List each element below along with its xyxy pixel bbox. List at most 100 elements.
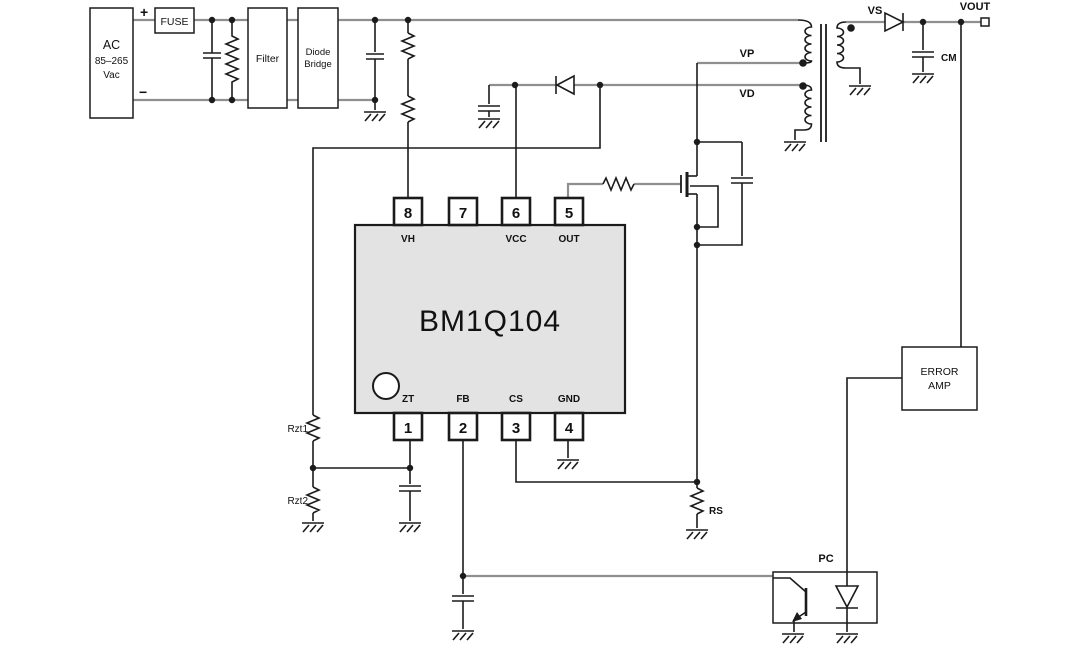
discharge-resistor: [223, 20, 241, 100]
ground-symbol: [363, 111, 387, 122]
ac-plus-label: +: [140, 4, 148, 20]
vcc-capacitor: [478, 85, 500, 117]
pin-5-number: 5: [565, 205, 573, 222]
junction-dot: [371, 96, 379, 104]
x-capacitor: [203, 20, 221, 100]
ground-symbol: [848, 85, 872, 96]
error-amp-outline: [901, 346, 978, 411]
ac-source-box: AC 85–265 Vac + −: [89, 4, 148, 119]
vout-terminal: [980, 17, 990, 27]
pin-1-number: 1: [404, 420, 412, 437]
output-stage: [884, 11, 990, 72]
junction-dot: [371, 16, 379, 24]
error-amp-to-opto-wire: [846, 377, 902, 572]
junction-dot: [309, 464, 317, 472]
photocoupler-outline: [772, 571, 878, 624]
vd-label: VD: [739, 88, 754, 100]
vcc-supply: [478, 74, 575, 117]
diode-bridge-label-2: Bridge: [304, 59, 331, 70]
vout-label: VOUT: [960, 1, 991, 13]
pin-2-number: 2: [459, 420, 467, 437]
rs-resistor: [688, 487, 706, 515]
pin-name-fb: FB: [456, 394, 469, 405]
startup-resistor-1: [399, 32, 417, 60]
transformer: [794, 19, 861, 142]
photocoupler: [772, 571, 878, 632]
zt-divider: Rzt1 Rzt2: [287, 414, 421, 521]
vs-label: VS: [868, 5, 883, 17]
ground-symbol: [783, 141, 807, 152]
filter-outline: [247, 7, 288, 109]
cm-label: CM: [941, 53, 957, 64]
ground-symbol: [781, 633, 805, 644]
bulk-capacitor: [366, 20, 384, 110]
rzt2-resistor: [304, 486, 322, 514]
pin-8-number: 8: [404, 205, 412, 222]
rs-label: RS: [709, 506, 723, 517]
ground-symbol: [451, 630, 475, 641]
ground-symbol: [556, 459, 580, 470]
ac-source-name: AC: [103, 38, 120, 52]
pin-name-gnd: GND: [558, 394, 580, 405]
fuse-block: FUSE: [154, 7, 195, 34]
snubber-link-wire: [697, 141, 743, 246]
ic-pin-1: 1: [392, 411, 424, 442]
startup-resistor-2: [399, 95, 417, 123]
output-capacitor: [912, 22, 934, 72]
junction-dot: [406, 464, 414, 472]
ground-symbol: [398, 522, 422, 533]
junction-dot: [208, 96, 216, 104]
net-labels: VP VD VS VOUT CM PC: [739, 1, 990, 565]
junction-dot: [693, 478, 701, 486]
filter-label: Filter: [256, 53, 280, 65]
junction-dot: [404, 16, 412, 24]
ic-pin-2: 2: [447, 411, 479, 442]
pc-label: PC: [818, 553, 833, 565]
rzt1-resistor: [304, 414, 322, 442]
pin-6-number: 6: [512, 205, 520, 222]
ac-source-range: 85–265: [95, 56, 129, 67]
error-amp-label-2: AMP: [928, 380, 951, 392]
primary-polarity-dot: [799, 59, 807, 67]
pin-3-number: 3: [512, 420, 520, 437]
vcc-diode: [555, 74, 575, 96]
rzt1-label: Rzt1: [287, 424, 308, 435]
gate-drive-wire: [566, 182, 681, 198]
ground-symbol: [685, 529, 709, 540]
ic-pin-5: 5: [553, 196, 585, 227]
aux-winding: [794, 84, 813, 140]
pin-name-vcc: VCC: [505, 234, 526, 245]
junction-dot: [596, 81, 604, 89]
ground-symbol: [911, 73, 935, 84]
filter-block: Filter: [247, 7, 288, 109]
ac-minus-label: −: [139, 84, 147, 100]
junction-dot: [228, 16, 236, 24]
opto-collector: [773, 577, 807, 593]
cs-pin-wire: [515, 440, 697, 483]
mosfet-body-loop: [690, 185, 719, 228]
ground-symbol: [301, 522, 325, 533]
mosfet: [680, 172, 719, 228]
ic-pin-8: 8: [392, 196, 424, 227]
ic-pin-7: 7: [447, 196, 479, 227]
diode-bridge-block: Diode Bridge: [297, 7, 339, 109]
opto-led: [834, 585, 860, 609]
ic-pin-4: 4: [553, 411, 585, 442]
junction-dot: [919, 18, 927, 26]
gate-resistor: [602, 175, 635, 193]
ac-source-outline: [89, 7, 134, 119]
secondary-winding: [836, 21, 861, 84]
input-cap-resistor: [203, 20, 241, 100]
ic-part-number: BM1Q104: [419, 305, 561, 338]
diode-bridge-label-1: Diode: [306, 47, 331, 58]
ic-bm1q104: BM1Q104 8 7 6 5 1 2 3: [353, 196, 627, 442]
junction-dot: [459, 572, 467, 580]
ac-source-unit: Vac: [103, 70, 120, 81]
junction-dot: [228, 96, 236, 104]
fuse-outline: [154, 7, 195, 34]
snubber-capacitor: [731, 142, 753, 184]
pin-name-zt: ZT: [402, 394, 414, 405]
fuse-label: FUSE: [160, 16, 188, 28]
